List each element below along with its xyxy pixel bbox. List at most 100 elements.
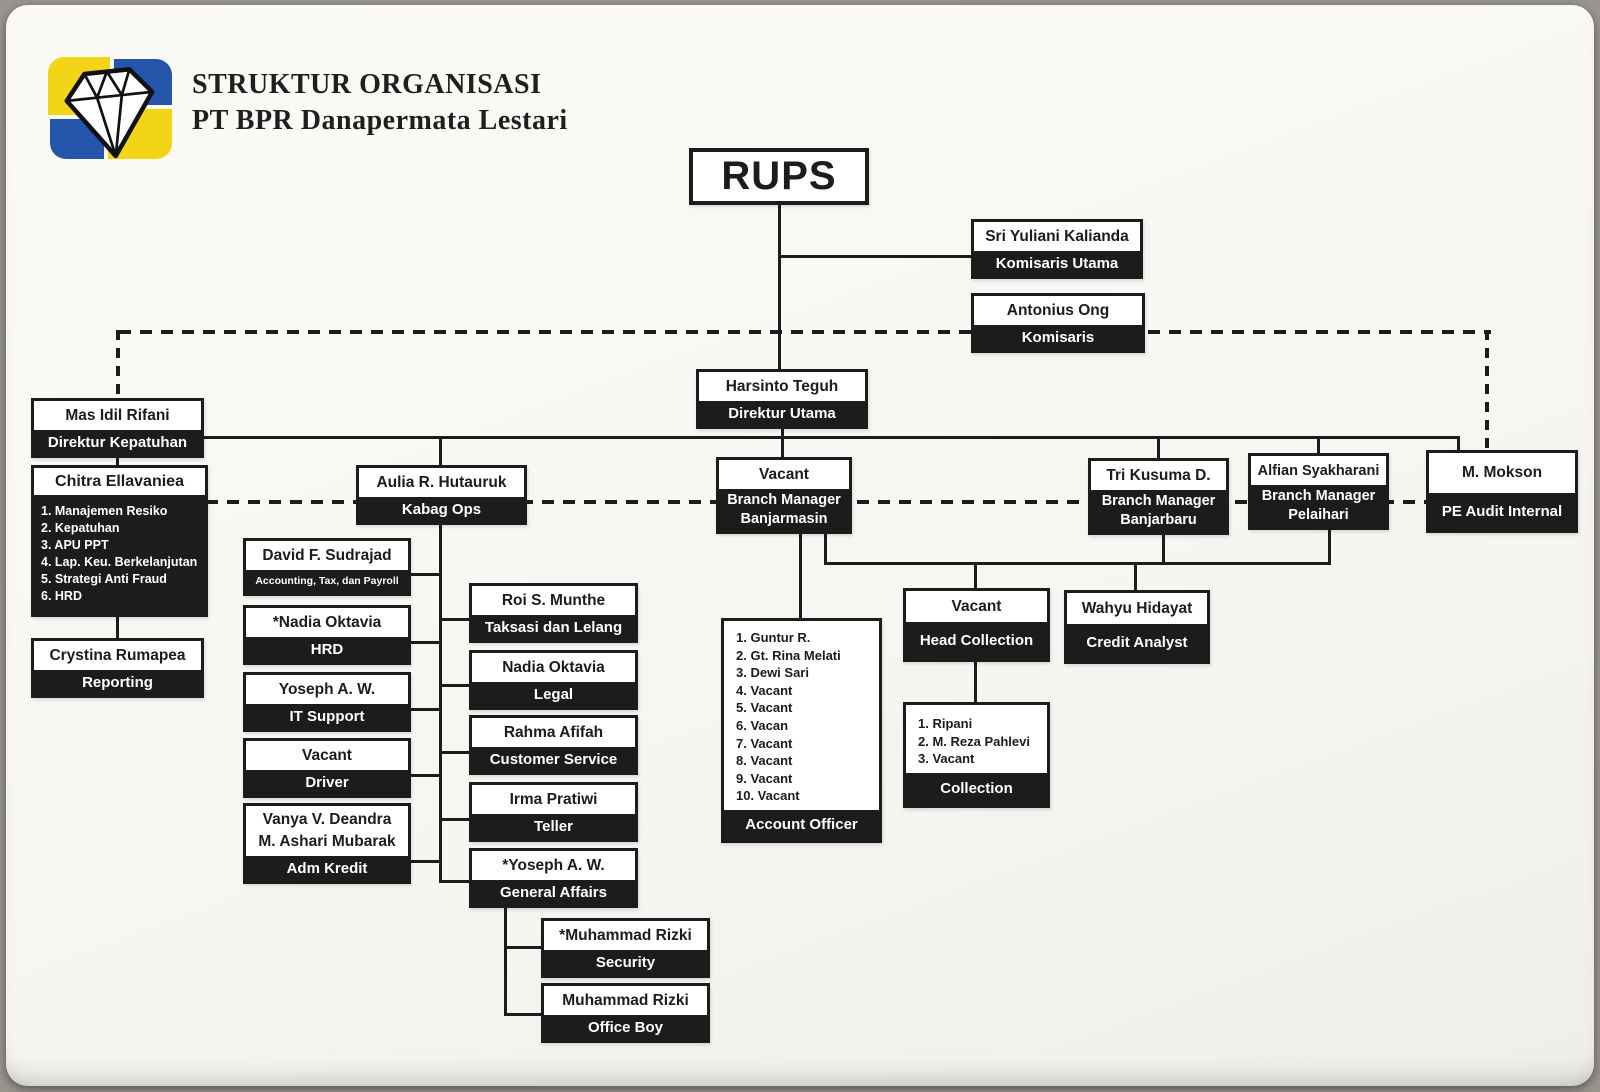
node-bm-banjarbaru: Tri Kusuma D. Branch Manager Banjarbaru — [1088, 458, 1229, 535]
person-name: *Nadia Oktavia — [246, 608, 408, 637]
list-item: 5. Strategi Anti Fraud — [41, 571, 167, 586]
dashed-drop-pe-audit — [1485, 330, 1489, 452]
list-item: 4. Vacant — [736, 682, 793, 698]
list-item: 4. Lap. Keu. Berkelanjutan — [41, 554, 198, 569]
node-adm-kredit: Vanya V. Deandra M. Ashari Mubarak Adm K… — [243, 803, 411, 884]
node-bm-pelaihari: Alfian Syakharani Branch Manager Pelaiha… — [1248, 453, 1389, 530]
node-direktur-utama: Harsinto Teguh Direktur Utama — [696, 369, 868, 429]
role-label: Account Officer — [724, 809, 879, 840]
connector-to-credit-analyst — [1134, 562, 1137, 592]
node-komisaris-utama: Sri Yuliani Kalianda Komisaris Utama — [971, 219, 1143, 279]
person-name: Aulia R. Hutauruk — [359, 468, 524, 497]
node-direktur-kepatuhan: Mas Idil Rifani Direktur Kepatuhan — [31, 398, 204, 458]
person-name: Yoseph A. W. — [246, 675, 408, 704]
list-item: 2. Kepatuhan — [41, 520, 120, 535]
rups-label: RUPS — [721, 154, 837, 198]
role-label: Adm Kredit — [246, 856, 408, 881]
role-label: Komisaris Utama — [974, 251, 1140, 276]
node-general-affairs: *Yoseph A. W. General Affairs — [469, 848, 638, 908]
connector-unit-to-reporting — [116, 605, 119, 639]
role-label: Direktur Utama — [699, 401, 865, 426]
node-reporting: Crystina Rumapea Reporting — [31, 638, 204, 698]
node-security: *Muhammad Rizki Security — [541, 918, 710, 978]
list-item: 1. Manajemen Resiko — [41, 504, 168, 518]
connector-ga-trunk — [504, 899, 507, 1016]
person-name: Rahma Afifah — [472, 718, 635, 747]
role-label: Customer Service — [472, 747, 635, 772]
person-name: Alfian Syakharani — [1251, 456, 1386, 485]
connector-dirut-to-bm-banjarmasin — [781, 423, 784, 458]
connector-stub-security — [504, 946, 541, 949]
node-office-boy: Muhammad Rizki Office Boy — [541, 983, 710, 1043]
connector-rups-to-dirut — [778, 203, 781, 370]
person-name: Crystina Rumapea — [34, 641, 201, 670]
connector-kabag-trunk — [439, 516, 442, 883]
list-item: 1. Ripani — [918, 716, 973, 731]
connector-stub-officeboy — [504, 1013, 541, 1016]
list-item: 2. Gt. Rina Melati — [736, 647, 841, 663]
list-item: 5. Vacant — [736, 700, 793, 716]
role-label: Komisaris — [974, 325, 1142, 350]
person-name: Sri Yuliani Kalianda — [974, 222, 1140, 251]
connector-main-bus — [203, 436, 1460, 439]
list-item: 6. Vacan — [736, 717, 789, 733]
list-item: 7. Vacant — [736, 735, 793, 751]
connector-dirkep-to-unit — [116, 448, 119, 468]
node-komisaris: Antonius Ong Komisaris — [971, 293, 1145, 353]
role-label: Teller — [472, 814, 635, 839]
person-name: *Yoseph A. W. — [472, 851, 635, 880]
list-item: 3. Vacant — [918, 751, 975, 767]
person-name: *Muhammad Rizki — [544, 921, 707, 950]
role-label: General Affairs — [472, 880, 635, 905]
role-label: Branch Manager Banjarbaru — [1091, 490, 1226, 532]
person-name: Harsinto Teguh — [699, 372, 865, 401]
role-label: Credit Analyst — [1067, 624, 1207, 661]
connector-bus-to-kabagops — [439, 436, 442, 466]
dashed-komisaris-line — [119, 330, 1491, 334]
list-item: 10. Vacant — [736, 788, 800, 804]
role-label: Accounting, Tax, dan Payroll — [246, 570, 408, 593]
person-name: Tri Kusuma D. — [1091, 461, 1226, 490]
node-rups: RUPS — [689, 148, 869, 205]
org-chart-page: STRUKTUR ORGANISASI PT BPR Danapermata L… — [6, 5, 1594, 1086]
title-line-1: STRUKTUR ORGANISASI — [192, 69, 542, 100]
connector-stub-taksasi — [439, 618, 471, 621]
company-logo — [48, 57, 174, 159]
role-label: PE Audit Internal — [1429, 493, 1575, 530]
person-name: Roi S. Munthe — [472, 586, 635, 615]
connector-stub-legal — [439, 684, 471, 687]
node-kabag-ops: Aulia R. Hutauruk Kabag Ops — [356, 465, 527, 525]
role-label: HRD — [246, 637, 408, 662]
role-label: IT Support — [246, 704, 408, 729]
role-label: Taksasi dan Lelang — [472, 615, 635, 640]
connector-headcoll-to-collection — [974, 661, 977, 704]
node-teller: Irma Pratiwi Teller — [469, 782, 638, 842]
role-label: Branch Manager Banjarmasin — [719, 489, 849, 531]
role-label: Direktur Kepatuhan — [34, 430, 201, 455]
node-hrd: *Nadia Oktavia HRD — [243, 605, 411, 665]
person-name: Mas Idil Rifani — [34, 401, 201, 430]
list-item: 3. Dewi Sari — [736, 665, 809, 681]
role-label: Collection — [906, 772, 1047, 805]
role-label: Legal — [472, 682, 635, 707]
connector-bus-to-bm-pelaihari — [1317, 436, 1320, 454]
connector-bus-to-bm-banjarbaru — [1157, 436, 1160, 459]
role-label: Head Collection — [906, 622, 1047, 659]
connector-stub-cs — [439, 751, 471, 754]
person-name: M. Mokson — [1429, 453, 1575, 493]
connector-bm-to-ao — [799, 531, 802, 619]
person-name: Vacant — [719, 460, 849, 489]
node-head-collection: Vacant Head Collection — [903, 588, 1050, 662]
connector-to-head-collection — [974, 562, 977, 590]
node-it-support: Yoseph A. W. IT Support — [243, 672, 411, 732]
node-accounting: David F. Sudrajad Accounting, Tax, dan P… — [243, 538, 411, 596]
person-name: Vacant — [906, 591, 1047, 622]
connector-stub-teller — [439, 818, 471, 821]
list-item: 9. Vacant — [736, 770, 793, 786]
node-pe-audit-internal: M. Mokson PE Audit Internal — [1426, 450, 1578, 533]
